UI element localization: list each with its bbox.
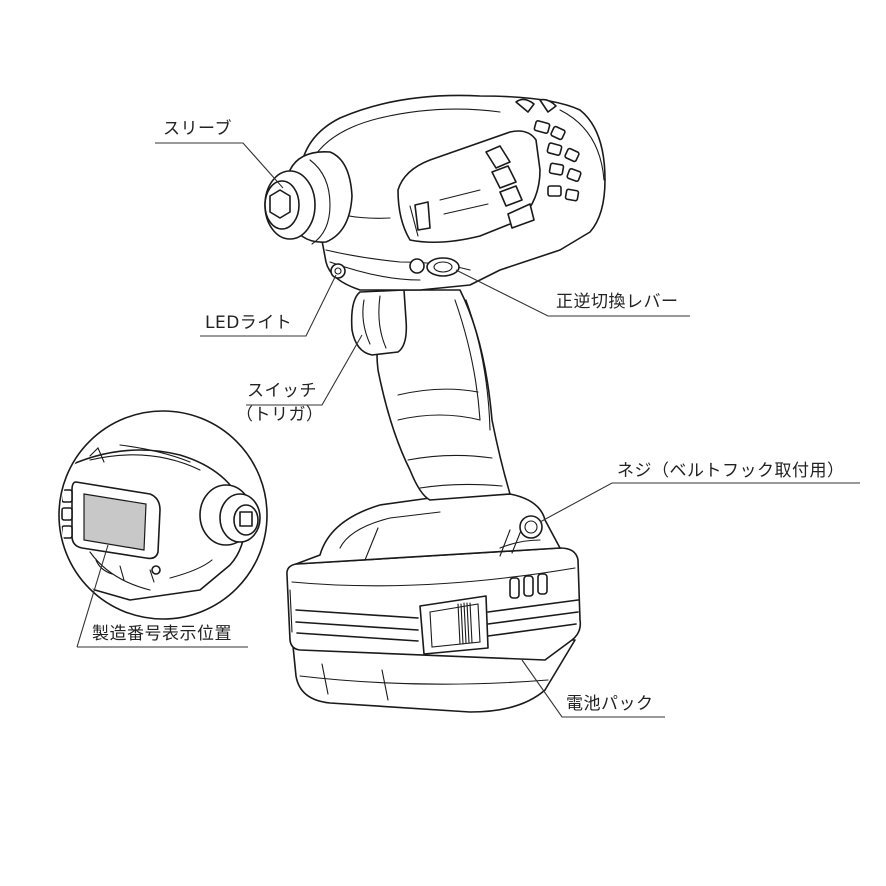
label-switch: スイッチ <box>247 381 317 401</box>
tool-body <box>298 94 606 291</box>
tool-handle <box>376 289 511 501</box>
serial-detail-inset <box>58 410 268 620</box>
label-sleeve: スリーブ <box>163 119 232 139</box>
label-switch-trigger: （トリガ） <box>236 405 324 425</box>
leader-lines <box>76 142 860 718</box>
trigger <box>350 289 408 356</box>
label-battery-pack: 電池パック <box>566 694 654 714</box>
label-belt-hook-screw: ネジ（ベルトフック取付用） <box>617 461 845 481</box>
label-reverse-lever: 正逆切換レバー <box>556 292 679 312</box>
label-led-light: LEDライト <box>205 313 293 333</box>
sleeve <box>264 151 353 245</box>
label-serial-position: 製造番号表示位置 <box>92 624 232 644</box>
battery-pack <box>286 547 582 713</box>
